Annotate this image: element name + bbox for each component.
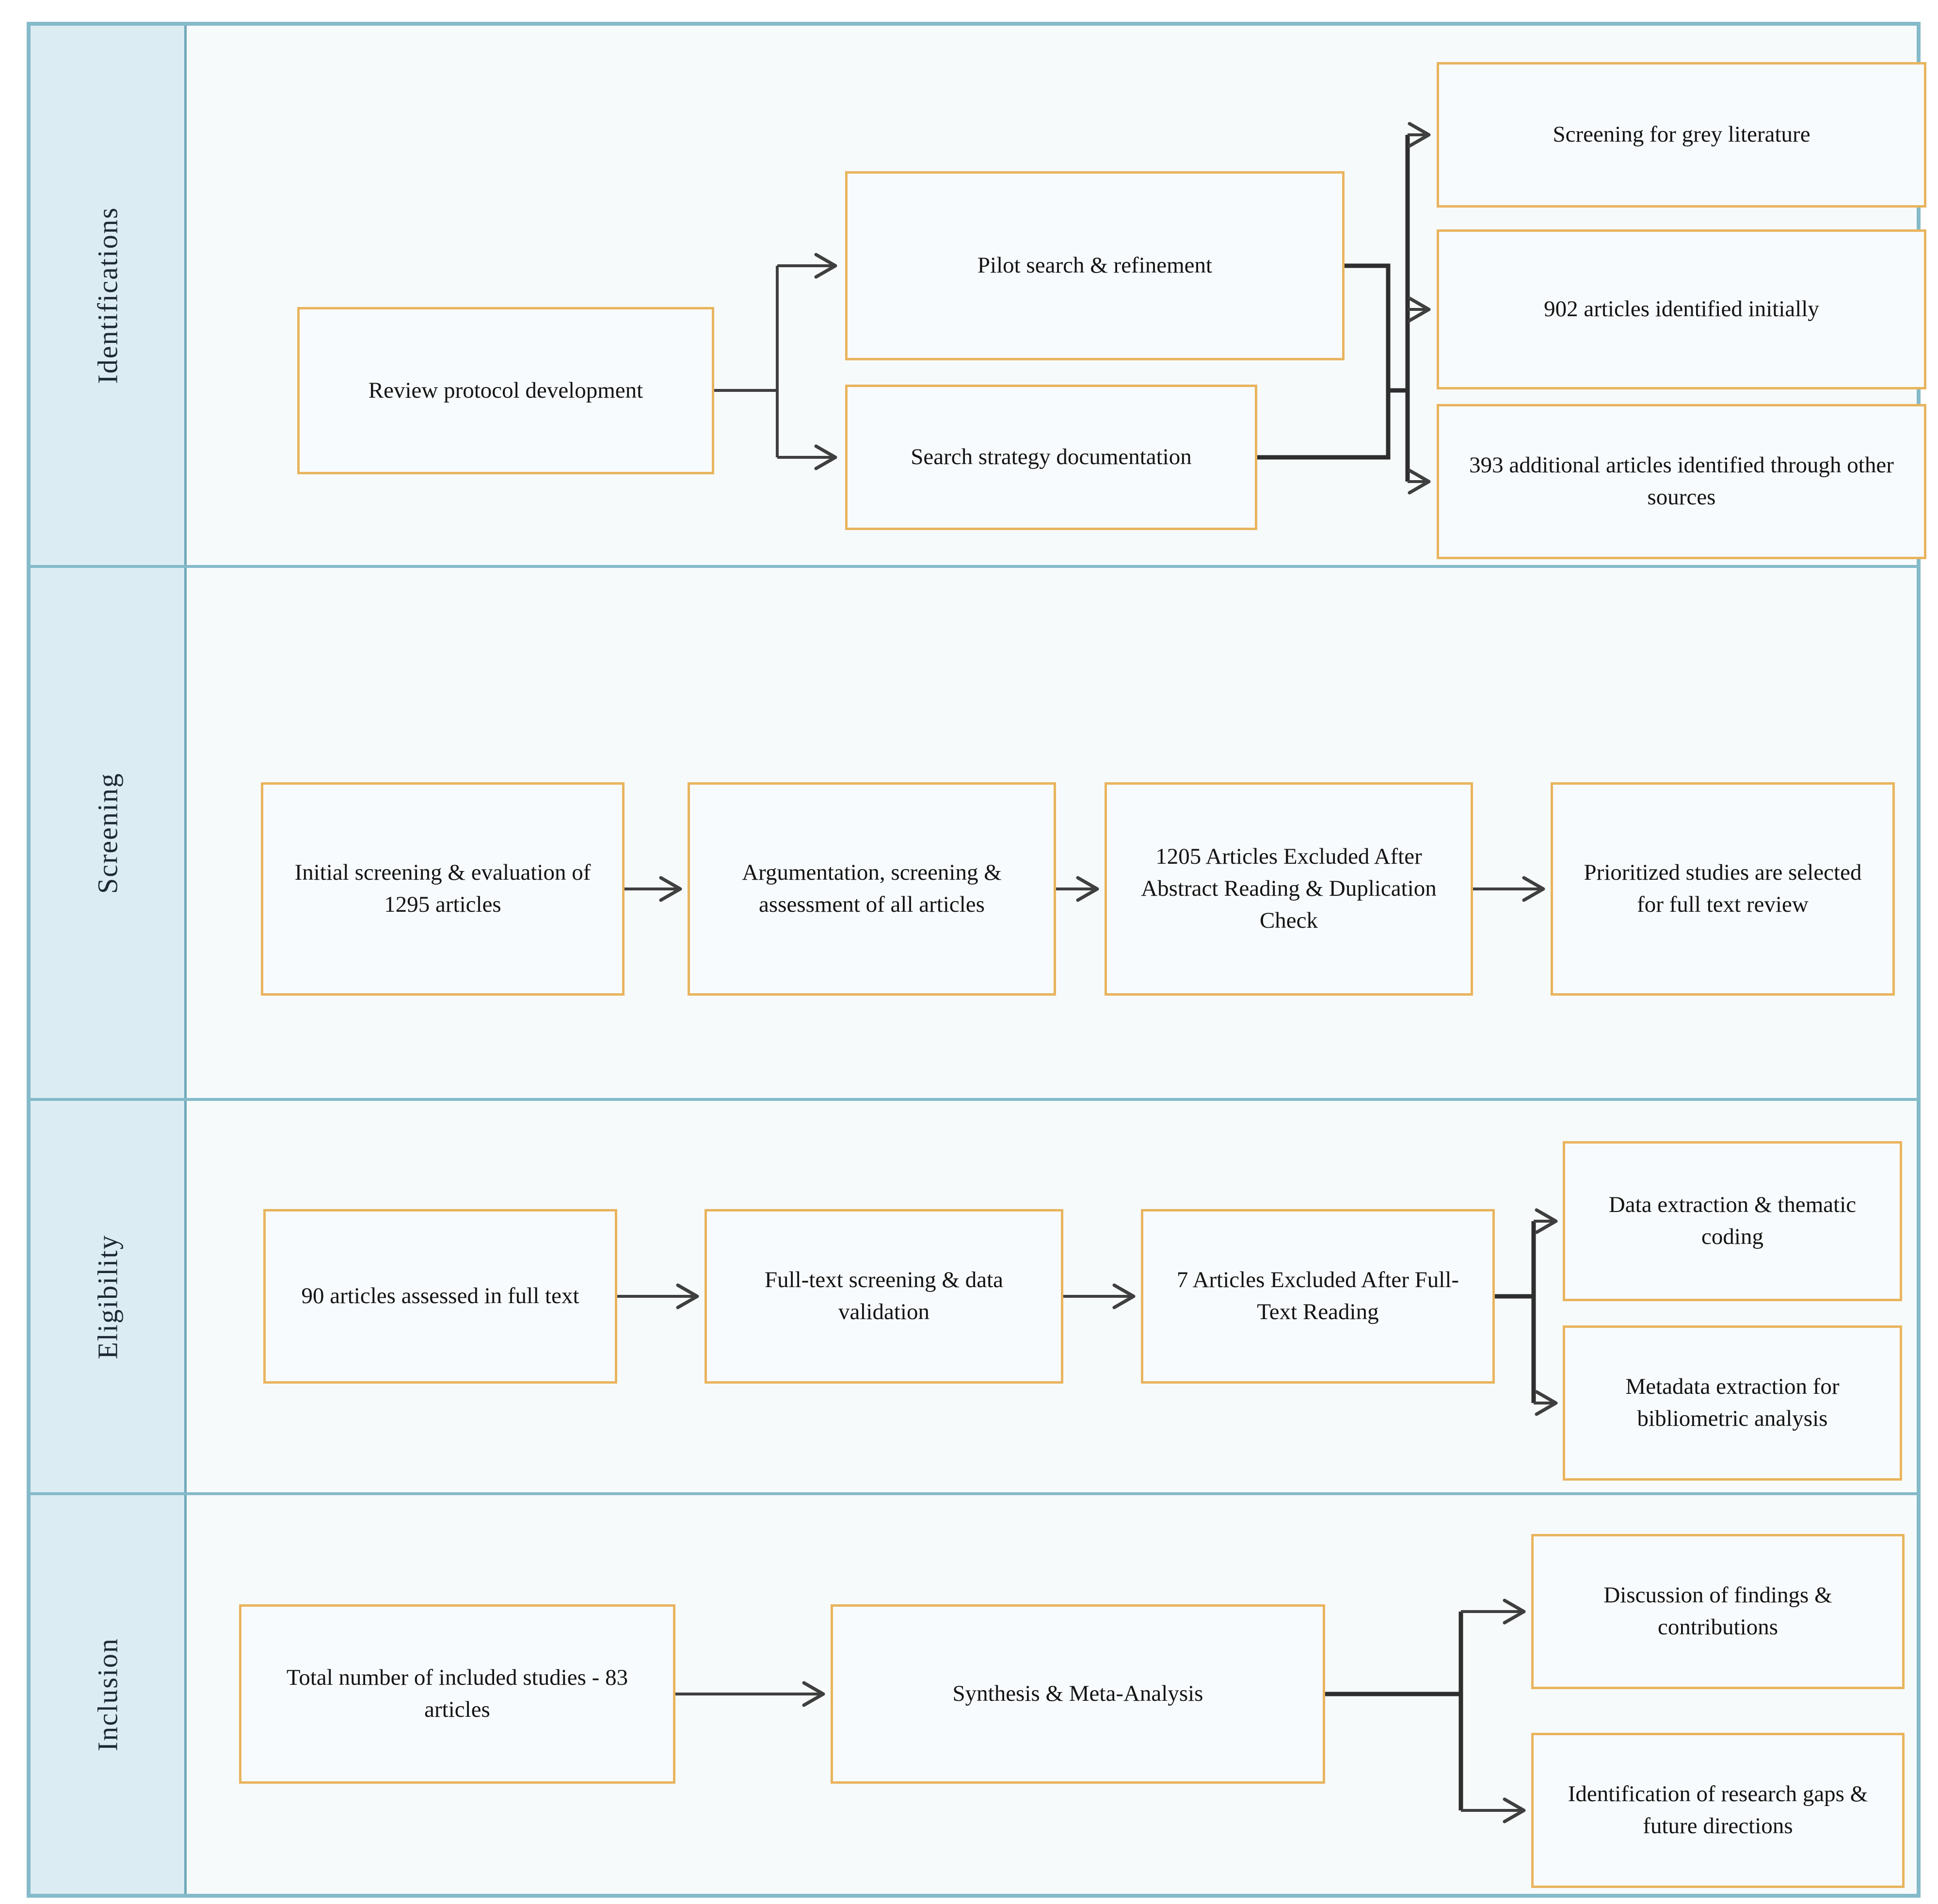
band-label-column-eligibility: Eligibility: [31, 1101, 187, 1492]
node-included-studies: Total number of included studies - 83 ar…: [239, 1604, 675, 1784]
node-pilot-search: Pilot search & refinement: [845, 171, 1345, 360]
node-argumentation-screening: Argumentation, screening & assessment of…: [688, 782, 1056, 996]
node-articles-additional: 393 additional articles identified throu…: [1437, 404, 1926, 559]
node-synthesis: Synthesis & Meta-Analysis: [831, 1604, 1325, 1784]
node-articles-identified: 902 articles identified initially: [1437, 229, 1926, 389]
band-label: Screening: [92, 772, 123, 894]
node-prioritized-studies: Prioritized studies are selected for ful…: [1551, 782, 1895, 996]
node-grey-literature: Screening for grey literature: [1437, 62, 1926, 208]
band-eligibility: Eligibility: [31, 1101, 1917, 1495]
node-fulltext-screening: Full-text screening & data validation: [705, 1209, 1063, 1384]
node-search-strategy-doc: Search strategy documentation: [845, 385, 1257, 530]
band-label: Identifications: [92, 207, 123, 384]
node-review-protocol: Review protocol development: [297, 307, 714, 474]
band-label: Eligibility: [92, 1234, 123, 1359]
band-label-column-identifications: Identifications: [31, 26, 187, 565]
node-discussion-findings: Discussion of findings & contributions: [1531, 1534, 1905, 1689]
node-metadata-extraction: Metadata extraction for bibliometric ana…: [1563, 1325, 1902, 1481]
node-data-extraction: Data extraction & thematic coding: [1563, 1141, 1902, 1301]
prisma-flow-diagram: Identifications Screening Eligibility In…: [27, 22, 1926, 1898]
band-screening: Screening: [31, 568, 1917, 1101]
node-fulltext-excluded: 7 Articles Excluded After Full-Text Read…: [1141, 1209, 1495, 1384]
node-abstract-excluded: 1205 Articles Excluded After Abstract Re…: [1105, 782, 1473, 996]
band-identifications: Identifications: [31, 26, 1917, 568]
band-inclusion: Inclusion: [31, 1495, 1917, 1894]
band-label-column-inclusion: Inclusion: [31, 1495, 187, 1894]
node-fulltext-assessed: 90 articles assessed in full text: [263, 1209, 617, 1384]
band-label: Inclusion: [92, 1638, 123, 1751]
node-research-gaps: Identification of research gaps & future…: [1531, 1733, 1905, 1888]
band-label-column-screening: Screening: [31, 568, 187, 1098]
node-initial-screening: Initial screening & evaluation of 1295 a…: [261, 782, 625, 996]
